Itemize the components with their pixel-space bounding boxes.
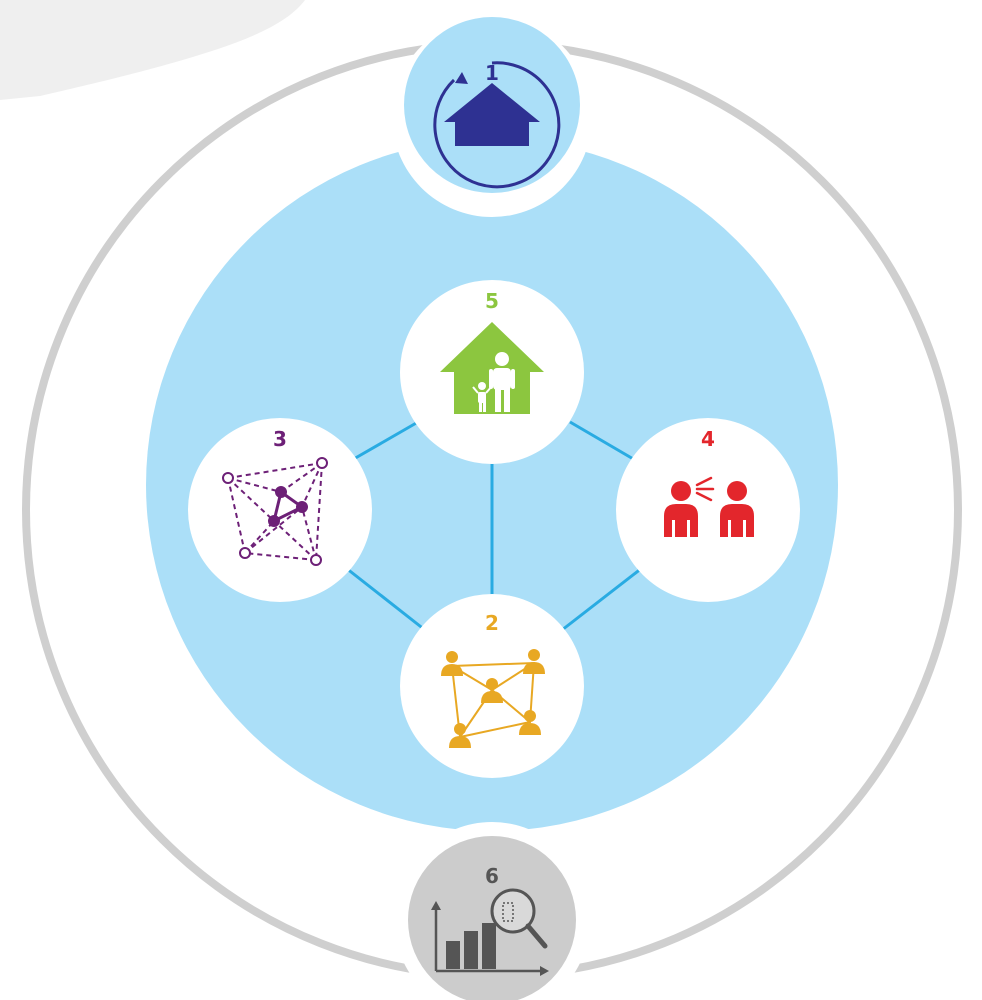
node-5-number: 5 (485, 289, 499, 313)
connector-5-3 (351, 420, 419, 462)
family-home-icon (440, 322, 544, 414)
people-network-icon (441, 649, 545, 748)
house-cycle-icon (433, 61, 561, 189)
connector-5-4 (569, 420, 636, 462)
data-analysis-icon (431, 888, 549, 976)
connector-3-2 (345, 566, 426, 632)
node-1: 1 (392, 17, 592, 217)
network-graph-icon (222, 457, 328, 566)
connectors (345, 420, 643, 632)
node-4: 4 (616, 418, 800, 602)
node-2: 2 (400, 594, 584, 778)
node-3: 3 (188, 418, 372, 602)
node-4-circle (616, 418, 800, 602)
connector-4-2 (561, 566, 643, 632)
node-6: 6 (394, 822, 590, 1000)
node-3-number: 3 (273, 427, 287, 451)
node-4-number: 4 (701, 427, 715, 451)
node-2-number: 2 (485, 611, 499, 635)
node-5: 5 (400, 280, 584, 464)
node-1-number: 1 (485, 61, 499, 85)
paper-texture-decoration (0, 0, 305, 100)
node-6-number: 6 (485, 864, 499, 888)
people-talking-icon (664, 476, 754, 537)
